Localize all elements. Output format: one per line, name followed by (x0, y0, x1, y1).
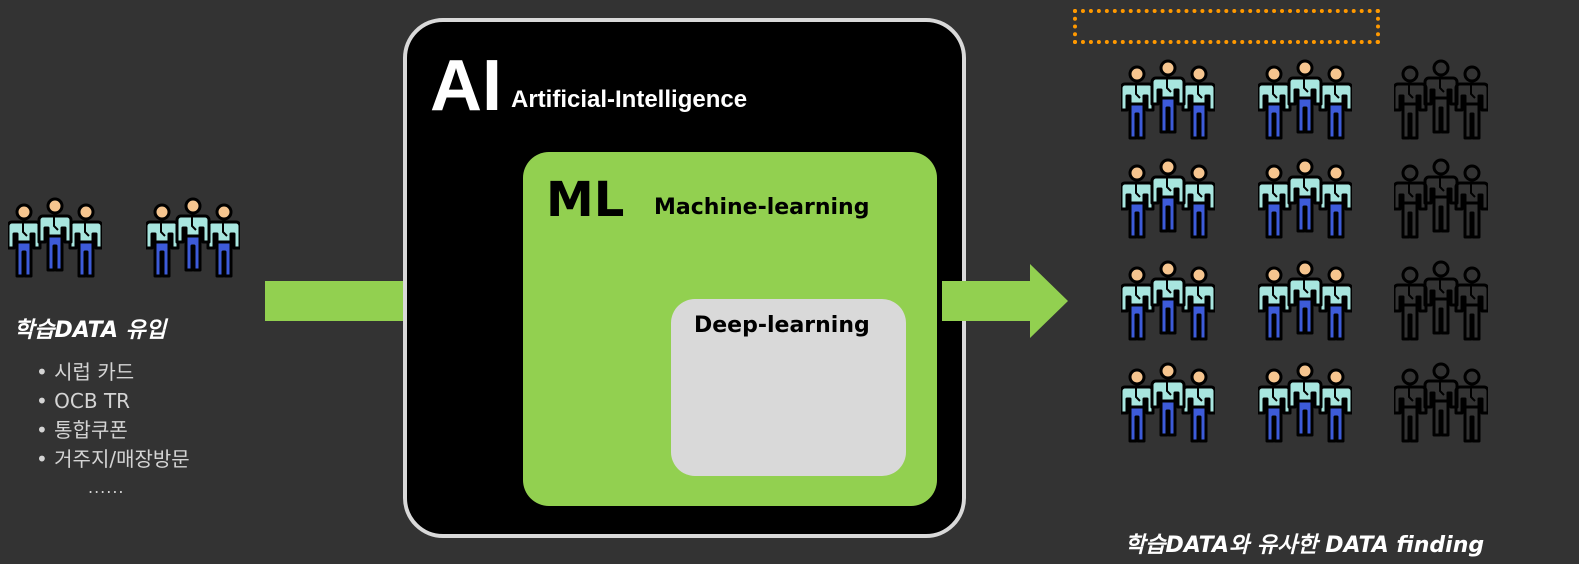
input-more-ellipsis: ...... (88, 478, 125, 497)
people-group-icon (1258, 151, 1352, 241)
dl-title: Deep-learning (694, 313, 870, 338)
people-group-outline-icon (1394, 253, 1488, 343)
people-group-icon (1258, 253, 1352, 343)
people-group-outline-icon (1394, 52, 1488, 142)
ai-title: AI (430, 46, 502, 126)
input-title: 학습DATA 유입 (14, 318, 167, 343)
list-item: 시럽 카드 (36, 358, 190, 387)
people-group-icon (1121, 151, 1215, 241)
people-group-icon (1121, 253, 1215, 343)
list-item: OCB TR (36, 387, 190, 416)
dl-box (671, 299, 906, 476)
list-item: 통합쿠폰 (36, 416, 190, 445)
people-group-icon (1121, 52, 1215, 142)
right-arrow-icon (942, 264, 1068, 338)
people-group-outline-icon (1394, 151, 1488, 241)
people-group-outline-icon (1394, 355, 1488, 445)
result-title: 학습DATA와 유사한 DATA finding (1125, 533, 1485, 558)
ml-subtitle: Machine-learning (654, 195, 870, 220)
people-group-icon (8, 190, 102, 280)
selection-highlight-box (1073, 9, 1380, 44)
ai-subtitle: Artificial-Intelligence (511, 86, 748, 113)
people-group-icon (146, 190, 240, 280)
people-group-icon (1258, 355, 1352, 445)
ml-title: ML (546, 172, 625, 228)
list-item: 거주지/매장방문 (36, 445, 190, 474)
people-group-icon (1258, 52, 1352, 142)
input-source-list: 시럽 카드 OCB TR 통합쿠폰 거주지/매장방문 (36, 358, 190, 474)
people-group-icon (1121, 355, 1215, 445)
